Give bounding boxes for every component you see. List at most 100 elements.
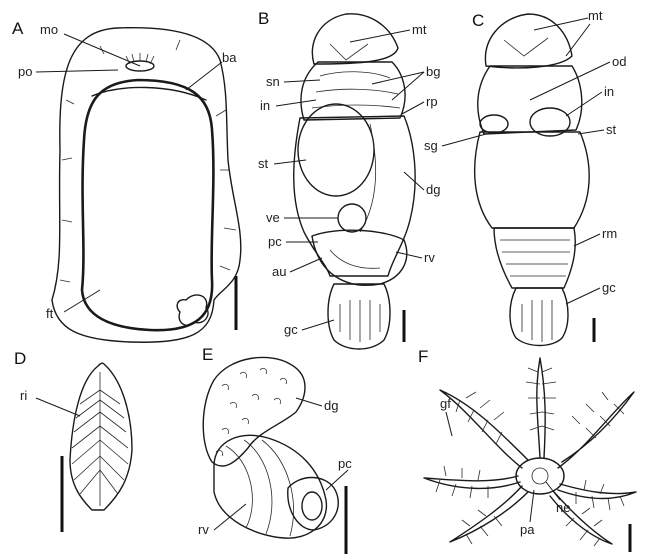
label-b-ve: ve — [266, 210, 280, 225]
leader-b-rp — [402, 102, 424, 114]
leader-b-in — [276, 100, 316, 106]
label-c-in: in — [604, 84, 614, 99]
frond-right-pinnae — [576, 480, 624, 510]
label-b-bg: bg — [426, 64, 440, 79]
panel-d: D ri — [14, 349, 132, 532]
panel-b: B mt bg sn in rp st dg ve — [258, 9, 440, 349]
label-c-mt: mt — [588, 8, 603, 23]
frond-lower-right-pinnae — [566, 508, 602, 546]
label-b-sn: sn — [266, 74, 280, 89]
label-f-gf: gf — [440, 396, 451, 411]
panel-a: A mo po ba ft — [12, 19, 241, 342]
label-b-dg: dg — [426, 182, 440, 197]
panel-b-siphon-fold — [330, 44, 368, 60]
leader-ba — [186, 62, 222, 90]
panel-c-gonad-lobes — [522, 300, 552, 342]
panel-b-gonad-lobes — [340, 300, 380, 342]
panel-a-fibres — [60, 40, 236, 282]
panel-f: F gf pa ne — [418, 347, 636, 552]
leader-b-bg — [372, 72, 424, 84]
frond-upper-right — [558, 392, 634, 468]
panel-b-branchial-bars — [312, 72, 400, 108]
panel-e-heart-coil — [214, 435, 326, 538]
panel-c-rectal-pouch — [480, 115, 508, 133]
panel-a-body — [82, 80, 213, 330]
label-mo: mo — [40, 22, 58, 37]
label-b-au: au — [272, 264, 286, 279]
leader-c-mt — [534, 18, 588, 30]
leader-po — [36, 70, 118, 72]
leader-b-dg — [404, 172, 424, 190]
label-b-pc: pc — [268, 234, 282, 249]
panel-a-letter: A — [12, 19, 24, 38]
label-e-dg: dg — [324, 398, 338, 413]
leader-c-st — [578, 130, 604, 134]
label-c-sg: sg — [424, 138, 438, 153]
label-e-rv: rv — [198, 522, 209, 537]
panel-b-ventricle — [338, 204, 366, 232]
leader-c-gc — [566, 288, 600, 304]
label-f-ne: ne — [556, 500, 570, 515]
panel-f-central-mass — [516, 458, 564, 494]
label-b-st: st — [258, 156, 269, 171]
label-c-st: st — [606, 122, 617, 137]
label-e-pc: pc — [338, 456, 352, 471]
leader-b-mt — [350, 30, 410, 42]
panel-e-letter: E — [202, 345, 213, 364]
panel-e: E dg pc rv — [198, 345, 352, 554]
label-po: po — [18, 64, 32, 79]
panel-b-gonad — [328, 284, 390, 349]
leader-c-in — [566, 92, 602, 116]
panel-e-pc-inner — [302, 492, 322, 520]
label-b-rp: rp — [426, 94, 438, 109]
label-b-gc: gc — [284, 322, 298, 337]
label-b-in: in — [260, 98, 270, 113]
leader-c-mt-2 — [566, 24, 590, 56]
panel-c-siphon-fold — [504, 38, 548, 56]
panel-c-letter: C — [472, 11, 484, 30]
leader-b-au — [290, 258, 322, 272]
panel-d-leaf — [70, 363, 132, 510]
label-b-mt: mt — [412, 22, 427, 37]
panel-f-nerve-ganglion — [532, 468, 548, 484]
label-c-gc: gc — [602, 280, 616, 295]
frond-up-pinnae — [526, 368, 556, 430]
frond-upper-left-pinnae — [456, 392, 504, 444]
frond-left-pinnae — [436, 466, 488, 498]
leader-f-gf — [446, 412, 452, 436]
leader-f-ne — [546, 482, 560, 500]
label-c-rm: rm — [602, 226, 617, 241]
label-b-rv: rv — [424, 250, 435, 265]
frond-up — [537, 358, 545, 458]
panel-c-siphon — [485, 14, 572, 68]
panel-c: C mt od in st sg rm gc — [424, 8, 626, 346]
label-f-pa: pa — [520, 522, 535, 537]
leader-f-pa — [530, 490, 534, 522]
panel-d-letter: D — [14, 349, 26, 368]
panel-b-letter: B — [258, 9, 269, 28]
frond-upper-left — [440, 390, 528, 468]
panel-a-base-lobes — [177, 295, 208, 325]
leader-d-ri — [36, 398, 80, 416]
leader-b-st — [274, 160, 306, 164]
leader-b-sn — [284, 80, 320, 82]
panel-b-pc-fold — [330, 250, 380, 268]
panel-f-gill-fronds — [424, 358, 636, 546]
leader-c-sg — [442, 134, 486, 146]
label-d-ri: ri — [20, 388, 27, 403]
leader-c-rm — [574, 234, 600, 246]
frond-lower-left — [450, 486, 528, 542]
panel-c-gonad — [510, 288, 568, 346]
panel-b-branchial — [301, 62, 405, 120]
leader-e-rv — [214, 504, 246, 530]
label-ba: ba — [222, 50, 237, 65]
panel-c-muscle-bands — [500, 240, 570, 276]
frond-right — [558, 484, 636, 499]
panel-c-stomach-region — [475, 132, 590, 228]
label-c-od: od — [612, 54, 626, 69]
label-ft: ft — [46, 306, 54, 321]
panel-f-letter: F — [418, 347, 428, 366]
leader-b-rv — [396, 252, 422, 258]
panel-b-pericardium — [312, 230, 407, 285]
